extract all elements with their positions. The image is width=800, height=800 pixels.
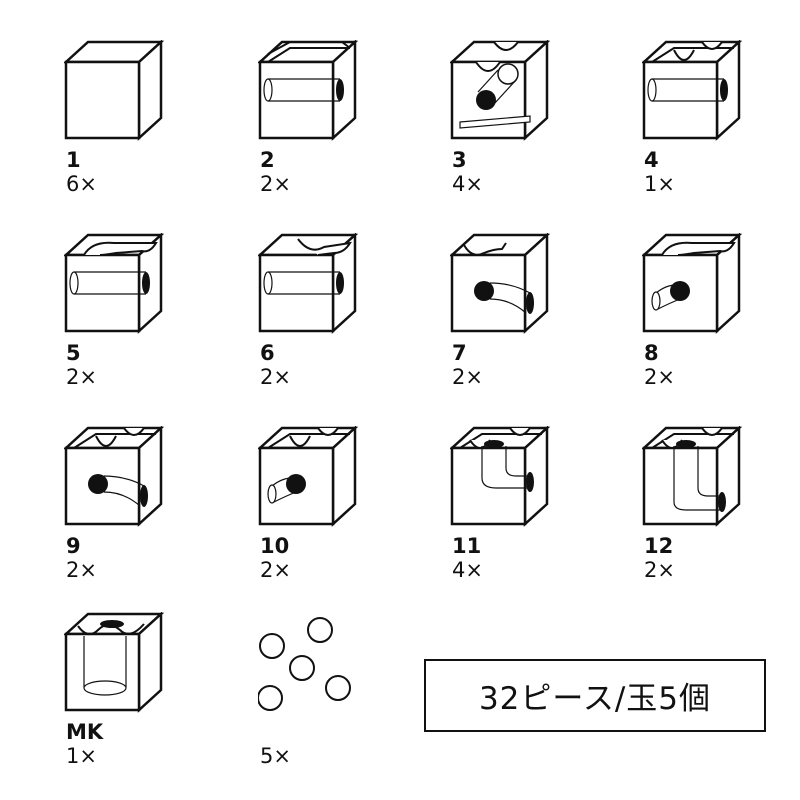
straight-tunnel-cube-icon	[258, 40, 368, 150]
piece-quantity: 5×	[260, 744, 291, 768]
turn-tunnel-cube-icon	[64, 426, 174, 536]
piece-quantity: 2×	[66, 365, 97, 389]
piece-quantity: 1×	[66, 744, 97, 768]
piece-quantity: 2×	[452, 365, 483, 389]
piece-number: 8	[644, 341, 659, 365]
total-pieces-label: 32ピース/玉5個	[424, 659, 766, 732]
piece-3: 3 4×	[450, 40, 610, 200]
piece-7: 7 2×	[450, 233, 610, 393]
curve-tunnel-cube-icon	[64, 233, 174, 343]
piece-10: 10 2×	[258, 426, 418, 586]
curve-tunnel-cube-icon	[258, 233, 368, 343]
piece-number: MK	[66, 720, 104, 744]
piece-12: 12 2×	[642, 426, 800, 586]
piece-quantity: 2×	[644, 558, 675, 582]
piece-quantity: 2×	[260, 558, 291, 582]
piece-quantity: 6×	[66, 172, 97, 196]
piece-quantity: 2×	[260, 365, 291, 389]
piece-quantity: 2×	[260, 172, 291, 196]
piece-11: 11 4×	[450, 426, 610, 586]
turn-tunnel-cube-icon	[642, 233, 752, 343]
piece-number: 9	[66, 534, 81, 558]
piece-number: 10	[260, 534, 290, 558]
piece-5: 5 2×	[64, 233, 224, 393]
piece-number: 2	[260, 148, 275, 172]
drop-slide-cube-icon	[450, 40, 560, 150]
piece-number: 11	[452, 534, 482, 558]
open-top-cube-icon	[64, 612, 174, 722]
piece-mk: MK 1×	[64, 612, 224, 772]
piece-quantity: 4×	[452, 172, 483, 196]
piece-balls: 5×	[258, 612, 418, 772]
piece-number: 7	[452, 341, 467, 365]
piece-9: 9 2×	[64, 426, 224, 586]
piece-number: 1	[66, 148, 81, 172]
piece-quantity: 2×	[644, 365, 675, 389]
piece-number: 6	[260, 341, 275, 365]
piece-number: 4	[644, 148, 659, 172]
piece-number: 5	[66, 341, 81, 365]
marbles-icon	[258, 612, 368, 722]
vertical-tunnel-cube-icon	[450, 426, 560, 536]
cross-channel-cube-icon	[642, 40, 752, 150]
piece-quantity: 2×	[66, 558, 97, 582]
vertical-tunnel-cube-icon	[642, 426, 752, 536]
piece-8: 8 2×	[642, 233, 800, 393]
piece-2: 2 2×	[258, 40, 418, 200]
piece-quantity: 1×	[644, 172, 675, 196]
piece-1: 1 6×	[64, 40, 224, 200]
piece-quantity: 4×	[452, 558, 483, 582]
turn-tunnel-cube-icon	[258, 426, 368, 536]
plain-cube-icon	[64, 40, 174, 150]
piece-4: 4 1×	[642, 40, 800, 200]
piece-number: 12	[644, 534, 674, 558]
turn-tunnel-cube-icon	[450, 233, 560, 343]
piece-number: 3	[452, 148, 467, 172]
piece-6: 6 2×	[258, 233, 418, 393]
